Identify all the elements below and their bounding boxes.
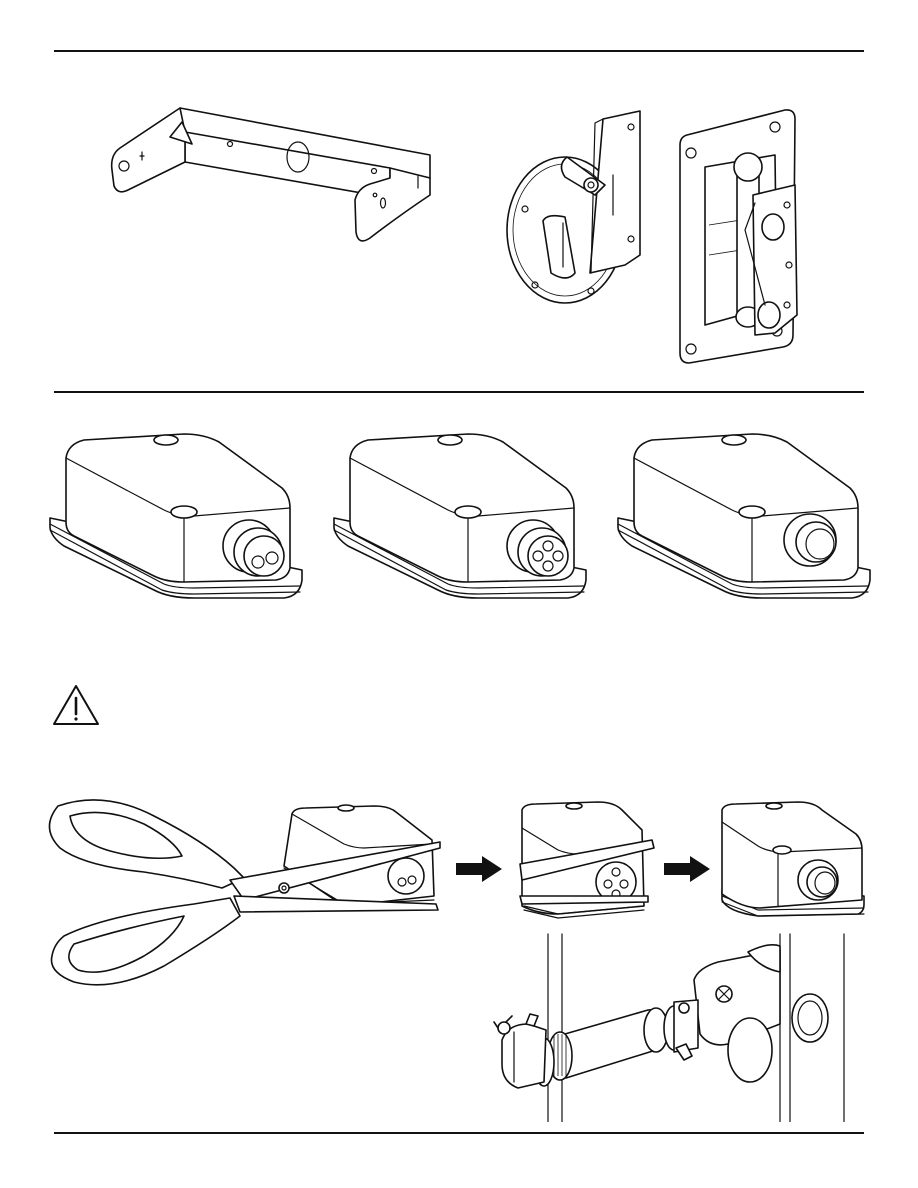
junction-box-two-pin-icon (44, 428, 308, 608)
bottom-rule (54, 1132, 864, 1134)
top-rule (54, 50, 864, 52)
wall-mount-bracket-icon (675, 105, 805, 365)
ceiling-mount-bracket-icon (495, 105, 655, 305)
conduit-installation-icon (488, 932, 858, 1122)
warning-triangle-icon (52, 684, 100, 726)
box-opened-icon (718, 800, 868, 922)
middle-rule (54, 391, 864, 393)
box-cutting-icon (518, 800, 658, 920)
u-bracket-icon (100, 100, 440, 250)
arrow-right-icon (456, 856, 502, 882)
junction-box-open-port-icon (612, 428, 876, 608)
junction-box-four-pin-icon (328, 428, 592, 608)
arrow-right-icon (664, 856, 710, 882)
scissors-cutting-icon (44, 796, 444, 996)
